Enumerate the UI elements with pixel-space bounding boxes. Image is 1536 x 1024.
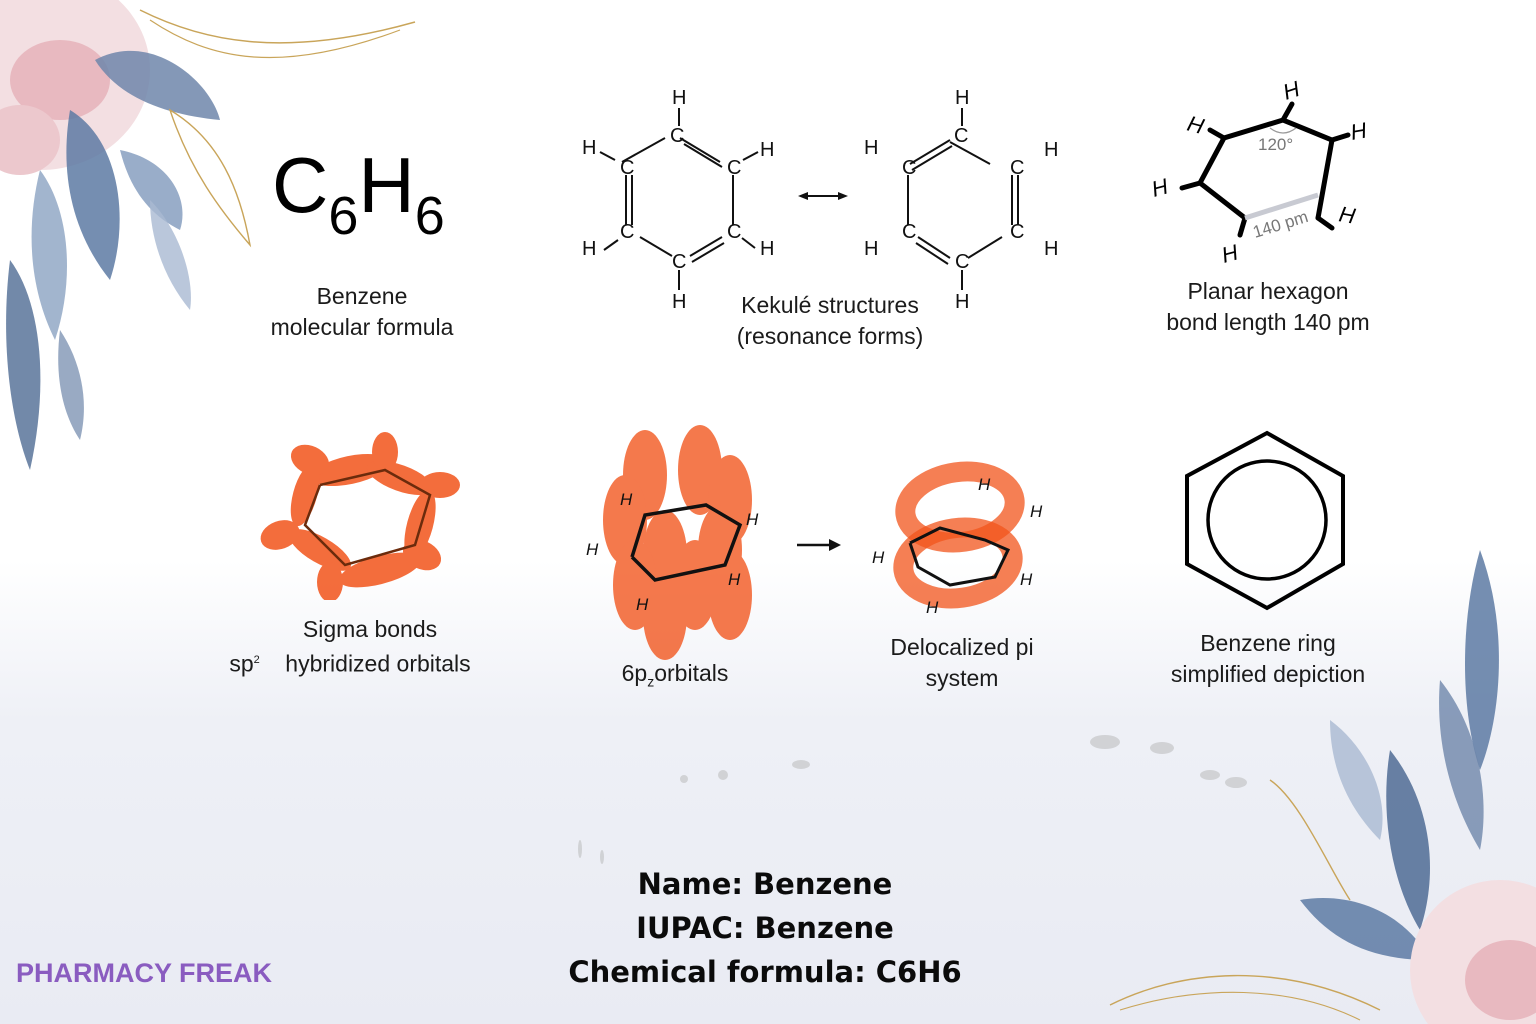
atom-label: C — [672, 251, 686, 273]
atom-label: C — [954, 125, 968, 147]
atom-label: H — [672, 291, 686, 310]
atom-label: C — [955, 251, 969, 273]
pi-caption: Delocalized pi system — [862, 632, 1062, 694]
formula-carbon: C — [272, 141, 329, 229]
atom-label: H — [1349, 118, 1369, 145]
paint-splat — [1150, 742, 1174, 754]
paint-splat — [1090, 735, 1120, 749]
atom-label: H — [728, 570, 741, 589]
atom-label: H — [582, 137, 596, 159]
atom-label: C — [902, 221, 916, 243]
formula-hydrogen: H — [358, 141, 415, 229]
atom-label: H — [1280, 80, 1303, 105]
caption-line: molecular formula — [270, 314, 454, 340]
atom-label: C — [620, 157, 634, 179]
caption-line: (resonance forms) — [736, 323, 924, 349]
atom-label: H — [926, 598, 939, 617]
atom-label: H — [872, 548, 885, 567]
compound-info-block: Name: Benzene IUPAC: Benzene Chemical fo… — [480, 862, 1050, 994]
paint-splat — [792, 760, 810, 769]
ring-caption: Benzene ring simplified depiction — [1148, 628, 1388, 690]
kekule-caption: Kekulé structures (resonance forms) — [710, 290, 950, 352]
atom-label: H — [1185, 111, 1207, 139]
caption-line: Delocalized pi — [890, 634, 1034, 660]
paint-splat — [1225, 777, 1247, 788]
pz-orbitals-diagram: H H H H H — [586, 425, 759, 660]
benzene-ring-diagram — [1185, 430, 1345, 611]
compound-formula: Chemical formula: C6H6 — [568, 955, 962, 989]
atom-label: C — [620, 221, 634, 243]
caption-line: Kekulé structures — [741, 292, 919, 318]
atom-label: H — [1044, 238, 1058, 260]
caption-text: orbitals — [654, 660, 729, 686]
atom-label: H — [1020, 570, 1033, 589]
background-wash — [0, 560, 1536, 1024]
atom-label: H — [582, 238, 596, 260]
formula-carbon-count: 6 — [328, 186, 359, 246]
angle-label: 120° — [1258, 135, 1293, 154]
atom-label: H — [760, 139, 774, 161]
formula-caption: Benzene molecular formula — [262, 281, 462, 343]
sp-prefix: sp — [229, 650, 254, 677]
caption-line: Sigma bonds — [302, 616, 438, 642]
arrow-right-icon — [797, 539, 841, 551]
caption-text: 6p — [621, 660, 648, 686]
atom-label: C — [670, 125, 684, 147]
caption-line: sp2 hybridized orbitals — [210, 645, 490, 680]
pz-caption: 6pzorbitals — [590, 658, 760, 698]
atom-label: H — [955, 291, 969, 310]
hexagon-caption: Planar hexagon bond length 140 pm — [1148, 276, 1388, 338]
atom-label: H — [1149, 174, 1171, 202]
paint-splat — [578, 840, 582, 858]
atom-label: H — [672, 87, 686, 109]
atom-label: C — [1010, 157, 1024, 179]
caption-line: Planar hexagon — [1187, 278, 1349, 304]
atom-label: H — [636, 595, 649, 614]
caption-line: Benzene — [316, 283, 408, 309]
atom-label: H — [1030, 502, 1043, 521]
formula-hydrogen-count: 6 — [414, 186, 445, 246]
floral-decoration-top-left — [0, 0, 416, 470]
atom-label: H — [620, 490, 633, 509]
molecular-formula: C6H6 — [272, 140, 445, 261]
atom-label: H — [864, 137, 878, 159]
caption-line: Benzene ring — [1200, 630, 1336, 656]
paint-splat — [718, 770, 728, 780]
floral-decoration-bottom-right — [1109, 550, 1536, 1024]
paint-splat — [1200, 770, 1220, 780]
compound-iupac: IUPAC: Benzene — [636, 911, 894, 945]
paint-splat — [600, 850, 604, 864]
atom-label: H — [1337, 201, 1357, 228]
atom-label: C — [1010, 221, 1024, 243]
caption-line: bond length 140 pm — [1166, 309, 1370, 335]
kekule-structures-diagram: H C H C C H C H C H C H H C H C C H C H … — [582, 87, 1058, 310]
sp-superscript: 2 — [253, 654, 260, 666]
atom-label: H — [864, 238, 878, 260]
sigma-bonds-diagram — [260, 432, 460, 600]
atom-label: H — [1219, 240, 1241, 268]
atom-label: H — [978, 475, 991, 494]
atom-label: C — [902, 157, 916, 179]
caption-text: hybridized orbitals — [285, 650, 471, 677]
atom-label: H — [955, 87, 969, 109]
atom-label: H — [586, 540, 599, 559]
atom-label: H — [1044, 139, 1058, 161]
atom-label: H — [746, 510, 759, 529]
caption-subscript: z — [647, 673, 655, 690]
atom-label: C — [727, 221, 741, 243]
delocalized-pi-diagram: H H H H H — [872, 461, 1043, 617]
caption-line: simplified depiction — [1170, 661, 1366, 687]
atom-label: H — [760, 238, 774, 260]
atom-label: C — [727, 157, 741, 179]
planar-hexagon-diagram: 120° 140 pm H H H H H H — [1149, 80, 1369, 268]
sigma-caption: Sigma bonds sp2 hybridized orbitals — [210, 614, 490, 680]
caption-line: system — [925, 665, 999, 691]
paint-splat — [680, 775, 688, 783]
brand-logo-text: PHARMACY FREAK — [16, 958, 273, 988]
compound-name: Name: Benzene — [637, 867, 893, 901]
